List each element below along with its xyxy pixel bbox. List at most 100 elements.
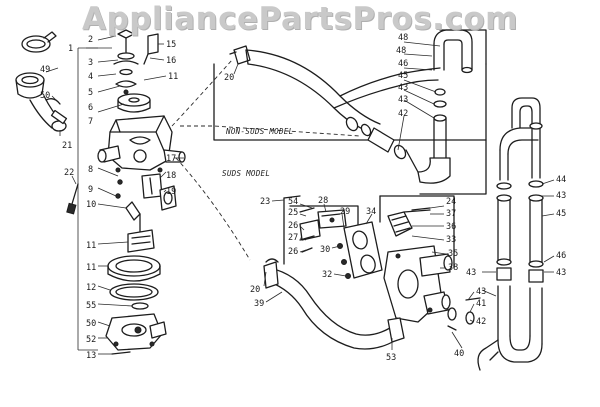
callout-25: 25: [288, 208, 298, 218]
callout-47-ns: 48: [398, 33, 408, 43]
seal-55-part: [131, 302, 149, 310]
callout-48-ns: 48: [396, 46, 406, 56]
callout-45-r: 45: [556, 209, 566, 219]
callout-1: 1: [68, 44, 73, 54]
callout-43-r2: 43: [556, 268, 566, 278]
hose-clamp-part: [21, 31, 57, 53]
drain-hose-non-suds: [245, 49, 441, 135]
clamp-20-lower: [265, 258, 279, 263]
callout-50b: 50: [40, 91, 50, 101]
pulley-part: [117, 93, 151, 113]
callout-42: 42: [476, 317, 486, 327]
callout-34: 34: [366, 207, 376, 217]
non-suds-callouts: [397, 41, 441, 151]
callout-40: 40: [454, 349, 464, 359]
suds-callouts-leaders: [263, 199, 475, 350]
callout-28: 28: [318, 196, 328, 206]
callout-43b-ns: 43: [398, 95, 408, 105]
callout-43-r3: 43: [466, 268, 476, 278]
callout-26b: 26: [288, 247, 298, 257]
valve-assembly: [141, 173, 177, 211]
callout-22: 22: [64, 168, 74, 178]
callout-13: 13: [86, 351, 96, 361]
callout-46-r: 46: [556, 251, 566, 261]
callout-46-ns: 46: [398, 59, 408, 69]
callout-41: 41: [476, 299, 486, 309]
standpipe-non-suds: [433, 29, 473, 74]
gasket-part: [109, 283, 159, 301]
dashed-connector-mid: [175, 157, 251, 261]
callout-15: 15: [166, 40, 176, 50]
suds-impeller-part: [387, 209, 431, 237]
callout-43-ns: 43: [398, 83, 408, 93]
callout-42-ns: 42: [398, 109, 408, 119]
bolt-13-part: [111, 351, 131, 355]
hose-21-part: [29, 95, 68, 132]
callout-38: 38: [448, 263, 458, 273]
impeller-part: [127, 213, 155, 253]
callout-36: 36: [446, 222, 456, 232]
callout-10: 10: [86, 200, 96, 210]
lead-20-upper: [233, 63, 239, 75]
callout-20-lower: 20: [250, 285, 260, 295]
suds-gasket-plate: [343, 221, 383, 279]
fittings-column-non-suds: [417, 88, 451, 184]
callout-49: 49: [40, 65, 50, 75]
callout-32: 32: [322, 270, 332, 280]
callout-39: 39: [254, 299, 264, 309]
bracket-28-part: [299, 209, 347, 241]
left-callouts: [45, 35, 184, 355]
callout-33: 33: [446, 235, 456, 245]
callout-29: 29: [340, 207, 350, 217]
non-suds-label: NON-SUDS MODEL: [225, 127, 293, 136]
clamps-non-suds: [345, 116, 419, 173]
dashed-connector-top: [171, 59, 233, 127]
pump-base: [105, 313, 167, 351]
suds-pump-body: [383, 245, 453, 323]
callout-45-ns: 45: [398, 71, 408, 81]
callout-7: 7: [88, 117, 93, 127]
callout-11b: 11: [86, 263, 96, 273]
callout-35: 35: [448, 249, 458, 259]
callout-3: 3: [88, 58, 93, 68]
pump-body: [97, 115, 186, 173]
callout-52: 52: [86, 335, 96, 345]
callout-30: 30: [320, 245, 330, 255]
callout-43-mid: 43: [476, 287, 486, 297]
coupling-part: [15, 72, 45, 99]
suds-label: SUDS MODEL: [222, 169, 270, 178]
callout-24: 24: [446, 197, 456, 207]
screw-22-part: [66, 183, 79, 215]
callout-5: 5: [88, 88, 93, 98]
callout-12: 12: [86, 283, 96, 293]
clamp-20-upper: [229, 45, 251, 65]
pump-screws: [115, 179, 141, 221]
callout-11a: 11: [86, 241, 96, 251]
callout-4: 4: [88, 72, 93, 82]
callout-23: 23: [260, 197, 270, 207]
drain-hose-suds: [263, 261, 405, 350]
callout-9: 9: [88, 185, 93, 195]
callout-53: 53: [386, 353, 396, 363]
callout-17: 17: [166, 154, 176, 164]
callout-44: 44: [556, 175, 566, 185]
pump-plate: [107, 255, 161, 282]
callout-19: 19: [166, 187, 176, 197]
callout-54: 54: [288, 197, 298, 207]
callout-8: 8: [88, 165, 93, 175]
callout-18: 18: [166, 171, 176, 181]
callout-37: 37: [446, 209, 456, 219]
callout-21: 21: [62, 141, 72, 151]
callout-20-upper: 20: [224, 73, 234, 83]
fitting-15-part: [143, 33, 159, 65]
right-callouts: [481, 179, 555, 297]
callout-50: 50: [86, 319, 96, 329]
pump-top-hardware: [113, 29, 139, 95]
callout-16: 16: [166, 56, 176, 66]
callout-55: 55: [86, 301, 96, 311]
callout-11c: 11: [168, 72, 178, 82]
callout-26: 26: [288, 221, 298, 231]
callout-27: 27: [288, 233, 298, 243]
